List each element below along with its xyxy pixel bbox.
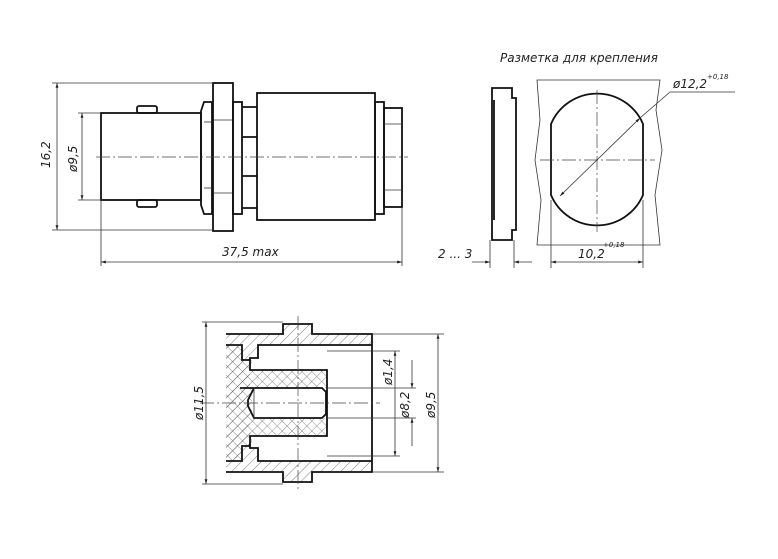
dim-dia-11-5: ø11,5 bbox=[192, 386, 206, 421]
section-dimensions: ø11,5 ø1,4 ø8,2 ø9,5 bbox=[192, 321, 444, 485]
dim-dia-8-2: ø8,2 bbox=[398, 392, 412, 419]
dim-16-2-label: 16,2 bbox=[39, 141, 53, 168]
connector-side-view bbox=[96, 82, 408, 232]
dim-cutout-flat-tol: +0,18 bbox=[603, 241, 625, 249]
dim-panel-thickness: 2 ... 3 bbox=[438, 247, 472, 261]
panel-section: 2 ... 3 bbox=[438, 87, 532, 268]
dim-dia-9-5-section: ø9,5 bbox=[424, 392, 438, 419]
dim-cutout-dia-tol: +0,18 bbox=[707, 73, 729, 81]
connector-section-view bbox=[200, 316, 380, 492]
dim-cutout-dia: ø12,2 bbox=[672, 77, 707, 91]
dim-cutout-flat: 10,2 bbox=[578, 247, 605, 261]
dimension-dia-9-5-top: ø9,5 bbox=[66, 112, 101, 201]
dimension-length: 37,5 max bbox=[100, 200, 403, 266]
panel-cutout-view: ø12,2 +0,18 10,2 +0,18 bbox=[534, 73, 735, 268]
dim-length-label: 37,5 max bbox=[222, 245, 280, 259]
dim-dia-9-5-label: ø9,5 bbox=[66, 146, 80, 173]
mounting-title: Разметка для крепления bbox=[500, 51, 658, 65]
dimension-16-2: 16,2 bbox=[39, 82, 213, 231]
dim-dia-1-4: ø1,4 bbox=[381, 359, 395, 386]
